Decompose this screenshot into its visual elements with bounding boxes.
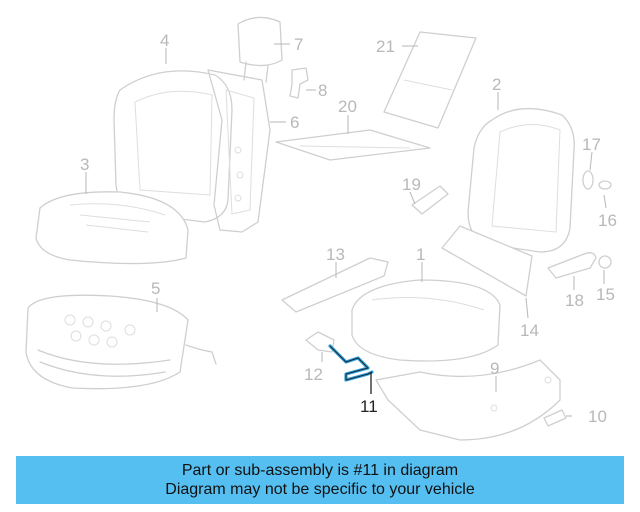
callout-17: 17: [582, 135, 601, 154]
callout-1: 1: [416, 245, 425, 264]
cushion-pad: [275, 129, 431, 161]
banner-line-1: Part or sub-assembly is #11 in diagram: [181, 462, 459, 479]
recliner-handle: [547, 252, 612, 279]
recliner-knob: [582, 170, 612, 190]
callout-13: 13: [326, 245, 345, 264]
callout-19: 19: [402, 175, 421, 194]
callout-8: 8: [318, 81, 327, 100]
callout-labels: 4 7 6 8 3 5 21 20 2 17 16 19 14 18 15 13…: [80, 31, 617, 426]
callout-7: 7: [294, 35, 303, 54]
callout-10: 10: [588, 407, 607, 426]
seat-back-board: [441, 225, 533, 297]
callout-11[interactable]: 11: [360, 397, 378, 416]
bolt-part: [543, 409, 567, 427]
callout-12: 12: [304, 365, 323, 384]
callout-18: 18: [565, 291, 584, 310]
lever-cover: [411, 185, 449, 215]
trim-piece: [305, 331, 335, 353]
callout-5: 5: [151, 279, 160, 298]
callout-21: 21: [376, 37, 395, 56]
seat-back-left: [113, 70, 233, 223]
seat-clip-part: [289, 67, 309, 99]
seat-cushion-frame: [25, 294, 217, 390]
callout-15: 15: [596, 285, 615, 304]
callout-2: 2: [492, 75, 501, 94]
callout-20: 20: [338, 97, 357, 116]
leader-lines: [85, 43, 607, 417]
callout-9: 9: [490, 359, 499, 378]
seat-cushion-left: [35, 191, 189, 265]
callout-3: 3: [80, 155, 89, 174]
seat-back-right: [467, 107, 575, 253]
callout-14: 14: [520, 321, 539, 340]
callout-4: 4: [160, 31, 169, 50]
headrest-and-frame: [207, 16, 283, 233]
seat-track-cover: [375, 359, 561, 441]
seat-cushion-right: [351, 279, 501, 362]
side-trim: [281, 257, 389, 313]
banner-line-2: Diagram may not be specific to your vehi…: [165, 481, 475, 498]
seat-back-panel: [383, 31, 477, 129]
seat-parts-diagram: 4 7 6 8 3 5 21 20 2 17 16 19 14 18 15 13…: [25, 16, 617, 441]
info-banner: Part or sub-assembly is #11 in diagram D…: [16, 456, 624, 504]
callout-16: 16: [598, 211, 617, 230]
callout-6: 6: [290, 113, 299, 132]
highlighted-part-11[interactable]: [328, 344, 374, 382]
